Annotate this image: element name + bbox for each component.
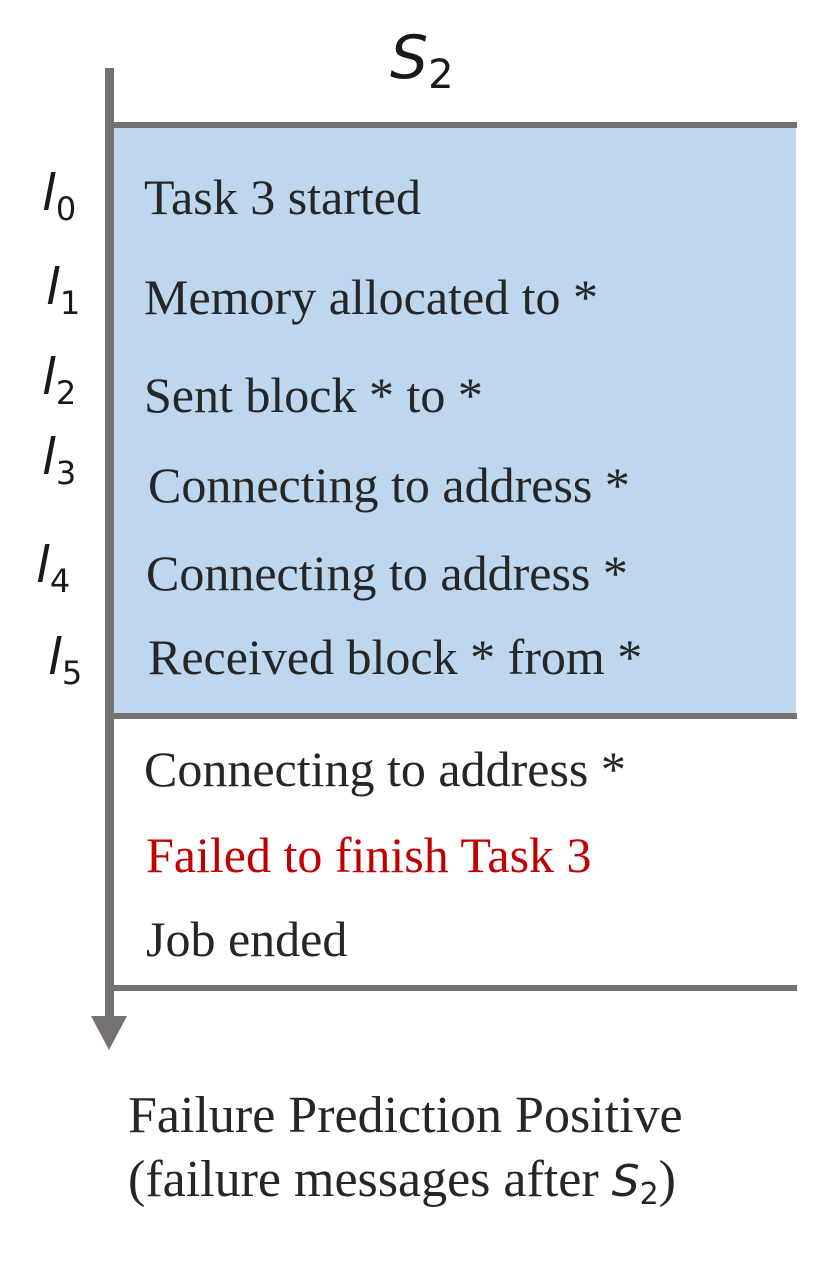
index-subscript: 0 [55,190,77,228]
log-message: Task 3 started [144,169,421,225]
index-subscript: 3 [55,454,77,492]
sequence-subscript: 2 [428,52,454,98]
index-subscript: 5 [61,654,83,692]
sequence-symbol: S [390,23,429,93]
log-index-0: l0 [42,168,76,225]
caption-line-2: (failure messages after S2) [128,1148,828,1227]
log-index-2: l2 [42,352,76,409]
log-message: Received block * from * [148,629,643,685]
time-axis [105,68,114,1018]
index-subscript: 2 [55,374,77,412]
caption-sequence-symbol: S [611,1156,640,1207]
index-subscript: 4 [49,562,71,600]
log-message: Connecting to address * [144,741,626,797]
window-top-divider [112,122,797,128]
log-message: Job ended [146,911,348,967]
caption-sequence-label: S2 [611,1156,659,1212]
log-index-1: l1 [46,262,80,319]
index-symbol: l [36,536,50,594]
log-index-4: l4 [36,540,70,597]
diagram-caption: Failure Prediction Positive (failure mes… [128,1084,828,1227]
observation-window [112,127,796,716]
time-axis-arrow-icon [91,1016,127,1050]
index-symbol: l [42,348,56,406]
log-index-5: l5 [48,632,82,689]
log-message: Memory allocated to * [144,269,599,325]
caption-line-1: Failure Prediction Positive [128,1087,683,1144]
index-symbol: l [48,628,62,686]
log-index-3: l3 [42,432,76,489]
caption-sequence-subscript: 2 [639,1177,659,1212]
log-message: Connecting to address * [146,545,628,601]
log-message: Sent block * to * [144,367,483,423]
caption-line-2-prefix: (failure messages after [128,1151,612,1208]
sequence-end-divider [112,985,797,991]
log-message: Connecting to address * [148,457,630,513]
failure-message: Failed to finish Task 3 [146,827,592,883]
window-bottom-divider [112,713,797,719]
index-symbol: l [46,258,60,316]
sequence-label: S2 [390,28,454,95]
index-symbol: l [42,164,56,222]
index-symbol: l [42,428,56,486]
index-subscript: 1 [59,284,81,322]
caption-line-2-suffix: ) [658,1151,676,1208]
